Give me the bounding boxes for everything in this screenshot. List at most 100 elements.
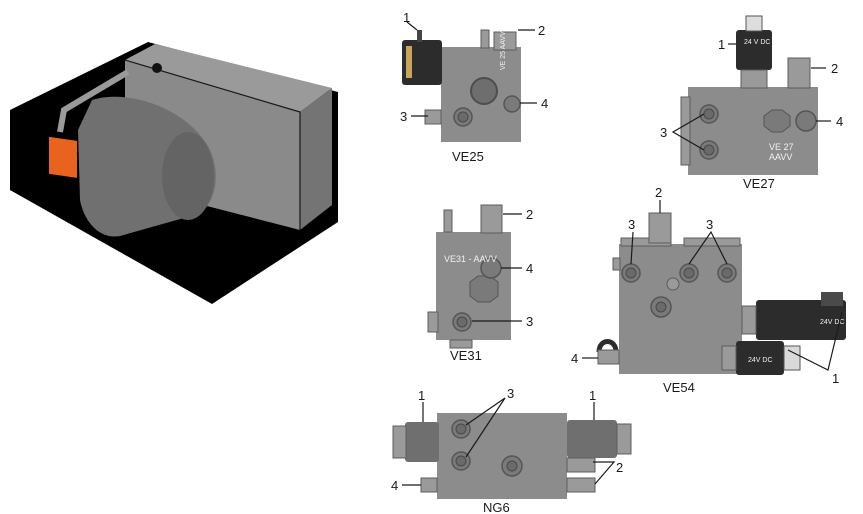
ve54-callout-3b: 3 bbox=[706, 217, 713, 232]
ng6-knob-left bbox=[392, 425, 407, 459]
ve31-fitting-bottom bbox=[449, 339, 473, 349]
ve31-hex-plug bbox=[469, 275, 499, 303]
ve54-solenoid-lower bbox=[736, 341, 784, 375]
ve31-fitting-2 bbox=[480, 204, 503, 234]
ng6-callout-1b: 1 bbox=[589, 388, 596, 403]
ve27-solenoid-text: 24 V DC bbox=[744, 39, 770, 46]
ve54-port-3c-inner bbox=[721, 267, 733, 279]
ve54-port-3b-inner bbox=[683, 267, 695, 279]
ve31-callout-4: 4 bbox=[526, 261, 533, 276]
valve-ve27: 24 V DC VE 27 AAVV 1 2 3 4 VE27 bbox=[660, 15, 843, 191]
ve31-port-3-inner bbox=[456, 316, 468, 328]
ve54-solenoid-upper-nut bbox=[741, 305, 757, 335]
ve27-callout-2: 2 bbox=[831, 61, 838, 76]
ve25-callout-2: 2 bbox=[538, 23, 545, 38]
ve31-fitting-small bbox=[443, 209, 453, 233]
ve54-leader-3b bbox=[688, 230, 728, 265]
ve25-solenoid-pin bbox=[417, 30, 422, 42]
ng6-port-3a-inner bbox=[455, 423, 467, 435]
ve25-fitting-2 bbox=[493, 31, 517, 51]
ve54-solenoid-lower-nut bbox=[721, 345, 737, 371]
orange-valve-block bbox=[49, 136, 77, 178]
ve27-body-text-2: AAVV bbox=[769, 152, 792, 162]
ve54-top-flange-right bbox=[683, 237, 741, 247]
ve27-solenoid-connector bbox=[745, 15, 763, 32]
ng6-center-port-inner bbox=[506, 460, 518, 472]
valve-ve31: VE31 - AAVV 2 4 3 VE31 bbox=[427, 204, 533, 363]
ve54-caption: VE54 bbox=[663, 380, 695, 395]
ve54-solenoid-text-1: 24V DC bbox=[820, 319, 845, 326]
ng6-leader-2 bbox=[593, 461, 616, 485]
ve25-fitting-small bbox=[480, 29, 490, 49]
tank-side-face bbox=[300, 88, 332, 230]
ve25-solenoid-coil bbox=[406, 46, 412, 78]
ve54-connector-lower bbox=[783, 345, 801, 371]
ve27-leader-3 bbox=[671, 113, 705, 151]
ve54-leader-3a bbox=[630, 231, 634, 265]
ve27-body-text-1: VE 27 bbox=[769, 142, 794, 152]
ve27-port-3a-inner bbox=[703, 108, 715, 120]
ve27-port-4 bbox=[795, 110, 817, 132]
ng6-solenoid-right bbox=[567, 420, 617, 458]
ve25-leader-1 bbox=[406, 21, 418, 31]
ve54-callout-2: 2 bbox=[655, 185, 662, 200]
ve25-callout-3: 3 bbox=[400, 109, 407, 124]
ng6-fitting-2a bbox=[566, 457, 596, 473]
tank-outline bbox=[124, 59, 301, 230]
ve25-port-4 bbox=[503, 95, 521, 113]
ve25-gauge-port bbox=[470, 77, 498, 105]
ve27-fitting-2 bbox=[787, 57, 811, 89]
ve27-fitting-left bbox=[680, 96, 691, 166]
ve54-gauge-hook bbox=[596, 339, 619, 353]
ve31-fitting-left bbox=[427, 311, 439, 333]
ve54-solenoid-upper bbox=[756, 300, 846, 340]
tank-top-face bbox=[125, 44, 332, 112]
ve54-fitting-4 bbox=[597, 349, 620, 365]
ve25-caption: VE25 bbox=[452, 149, 484, 164]
ve27-callout-1: 1 bbox=[718, 37, 725, 52]
ve54-leader-1 bbox=[787, 311, 843, 371]
ng6-caption: NG6 bbox=[483, 500, 510, 514]
valve-ve54: 24V DC 24V DC 2 3 3 1 4 VE54 bbox=[571, 185, 846, 395]
pipe bbox=[57, 69, 130, 133]
ve25-fitting-3 bbox=[424, 109, 442, 125]
ng6-callout-3: 3 bbox=[507, 386, 514, 401]
ve31-callout-3: 3 bbox=[526, 314, 533, 329]
ve54-port-3a-inner bbox=[625, 267, 637, 279]
ve27-solenoid bbox=[736, 30, 772, 70]
ve25-callout-1: 1 bbox=[403, 10, 410, 25]
ve54-callout-1: 1 bbox=[832, 371, 839, 386]
ng6-callout-1a: 1 bbox=[418, 388, 425, 403]
ve54-small-port bbox=[666, 277, 680, 291]
ve54-fitting-left-top bbox=[612, 257, 621, 271]
ng6-callout-4: 4 bbox=[391, 478, 398, 493]
valve-ve25: VE 25 AAVV 1 2 3 4 VE25 bbox=[400, 10, 548, 164]
ve27-callout-3: 3 bbox=[660, 125, 667, 140]
motor-end-cap bbox=[162, 132, 214, 220]
ve54-fitting-2 bbox=[648, 212, 672, 244]
ng6-fitting-4 bbox=[420, 477, 438, 493]
ve25-body-text: VE 25 AAVV bbox=[500, 31, 507, 70]
ng6-callout-2: 2 bbox=[616, 460, 623, 475]
ve27-solenoid-nut bbox=[740, 69, 768, 89]
ve31-callout-2: 2 bbox=[526, 207, 533, 222]
ve25-relief-port-inner bbox=[457, 111, 469, 123]
tank-filler-cap bbox=[152, 63, 162, 73]
ve31-body-text: VE31 - AAVV bbox=[444, 254, 497, 264]
ve25-callout-4: 4 bbox=[541, 96, 548, 111]
ve54-callout-3: 3 bbox=[628, 217, 635, 232]
ve54-center-port-inner bbox=[655, 301, 667, 313]
ve54-callout-4: 4 bbox=[571, 351, 578, 366]
ve27-callout-4: 4 bbox=[836, 114, 843, 129]
ve27-port-3b-inner bbox=[703, 144, 715, 156]
ng6-solenoid-left bbox=[405, 422, 439, 462]
ng6-port-3b-inner bbox=[455, 455, 467, 467]
ng6-fitting-2b bbox=[566, 477, 596, 493]
ve31-caption: VE31 bbox=[450, 348, 482, 363]
ve54-solenoid-text-2: 24V DC bbox=[748, 357, 773, 364]
power-unit-illustration bbox=[10, 42, 338, 304]
ve54-connector-upper bbox=[821, 292, 843, 306]
ve27-block bbox=[688, 87, 818, 175]
ve27-caption: VE27 bbox=[743, 176, 775, 191]
